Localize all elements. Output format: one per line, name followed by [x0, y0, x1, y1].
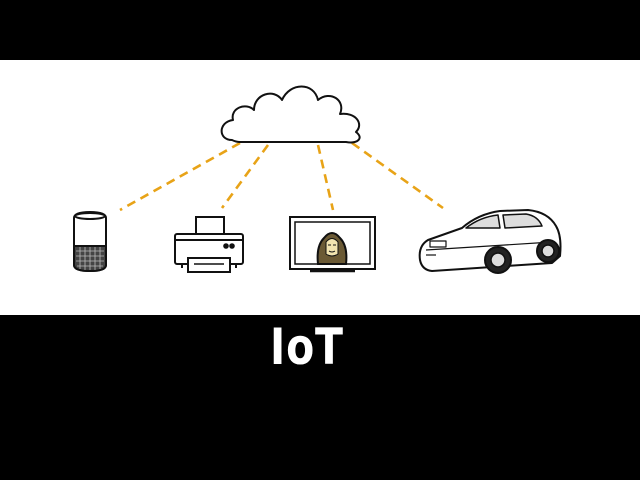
top-letterbox — [0, 0, 640, 60]
monitor-icon — [289, 216, 376, 273]
link-printer — [220, 144, 270, 209]
connection-lines — [119, 141, 444, 212]
printer-icon — [174, 216, 244, 273]
diagram-panel — [0, 60, 640, 315]
link-speaker — [119, 141, 241, 212]
diagram-title: IoT — [270, 318, 344, 376]
smart-speaker-icon — [73, 210, 107, 273]
car-icon — [418, 209, 562, 274]
iot-diagram — [73, 85, 562, 274]
caption-bar — [0, 315, 640, 480]
cloud-icon — [220, 85, 361, 144]
link-car — [351, 141, 444, 210]
link-monitor — [316, 144, 335, 211]
